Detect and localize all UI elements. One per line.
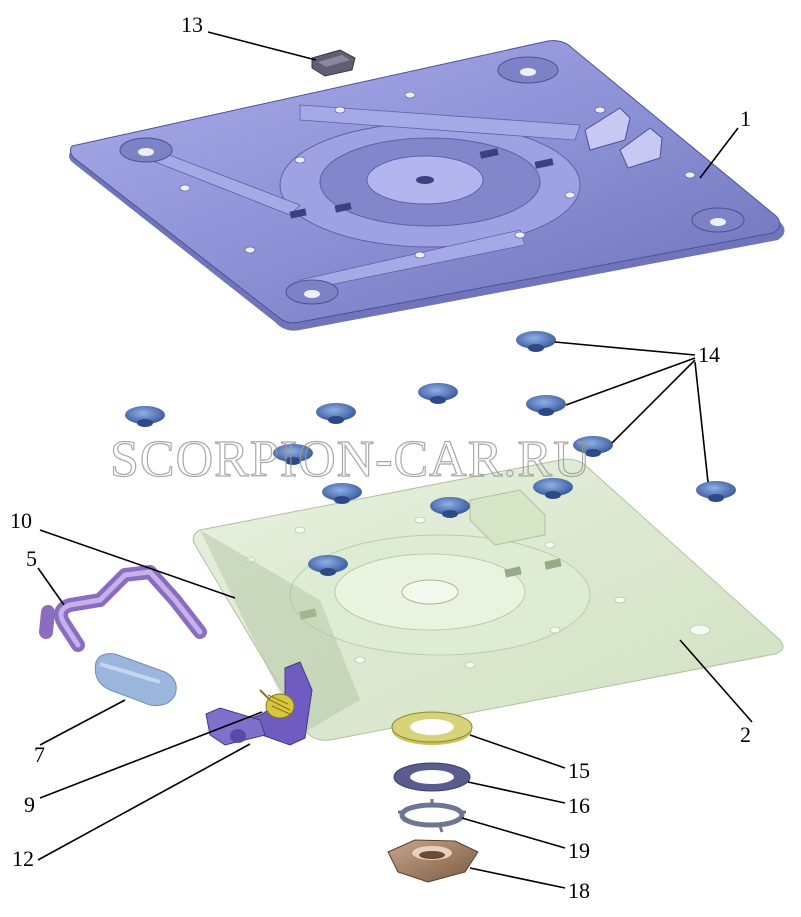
clip (573, 436, 613, 457)
callout-19: 19 (568, 838, 590, 863)
callout-16: 16 (568, 793, 590, 818)
callout-14: 14 (698, 342, 720, 367)
clip (533, 478, 573, 499)
callout-10: 10 (10, 508, 32, 533)
callout-15: 15 (568, 758, 590, 783)
lower-plate (192, 458, 784, 741)
clip (125, 406, 165, 427)
callout-13: 13 (181, 12, 203, 37)
clip (516, 331, 556, 352)
clip (308, 555, 348, 576)
callout-9: 9 (24, 792, 35, 817)
clip (322, 483, 362, 504)
callout-labels: 13 1 14 10 5 7 2 15 9 16 19 12 18 (10, 12, 751, 903)
clip (430, 497, 470, 518)
clip (526, 395, 566, 416)
nut-part-18 (387, 839, 479, 883)
handle-grip-part-7 (94, 653, 177, 706)
spring-part-9 (259, 689, 295, 719)
clip (273, 444, 313, 465)
callout-1: 1 (740, 106, 751, 131)
watermark-text: SCORPION-CAR.RU (110, 431, 592, 488)
washer-part-15 (391, 711, 473, 745)
callout-2: 2 (740, 722, 751, 747)
callout-12: 12 (12, 846, 34, 871)
leader-lines (37, 31, 753, 889)
clip (316, 403, 356, 424)
clip (696, 481, 736, 502)
callout-18: 18 (568, 878, 590, 903)
callout-5: 5 (26, 546, 37, 571)
washer-part-16 (393, 762, 471, 792)
upper-plate (69, 40, 785, 331)
callout-7: 7 (34, 742, 45, 767)
clip (418, 383, 458, 404)
rod-part-5 (39, 565, 207, 652)
clips-part-14 (125, 331, 736, 576)
part-13-block (311, 49, 356, 77)
lock-washer-part-19 (398, 799, 466, 833)
lever-part-12 (205, 661, 313, 746)
